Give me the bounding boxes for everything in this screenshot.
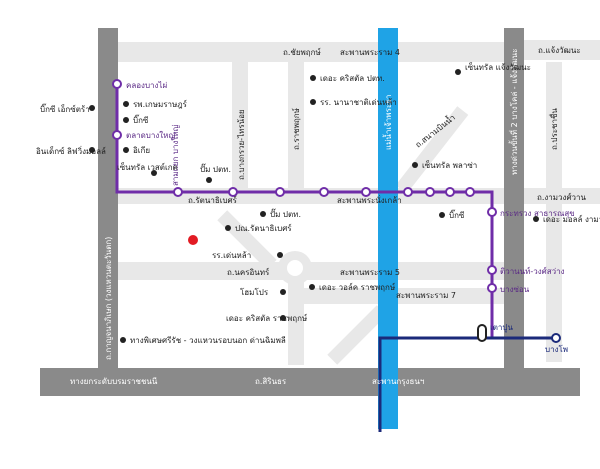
purple-stations [112, 79, 497, 293]
label-ratchaphruek: ถ.ราชพฤกษ์ [291, 108, 301, 150]
station-wong-sawang[interactable] [487, 265, 497, 275]
blue-line-route [378, 336, 560, 432]
label-homepro: โฮมโปร [240, 287, 269, 297]
label-wong-sawang: ติวานนท์-วงศ์สว่าง [500, 266, 565, 276]
label-the-walk: เดอะ วอล์ค ราชพฤกษ์ [319, 282, 395, 292]
label-central-chaeng: เซ็นทรัล แจ้งวัฒนะ [465, 62, 531, 72]
label-tao-poon: เตาปูน [490, 323, 514, 333]
label-crystal-ratchaphruek: เดอะ คริสตัล ราชพฤกษ์ [226, 313, 307, 323]
kanchanaphisek-expressway [98, 28, 118, 370]
station-sam-yaek-bang-yai[interactable] [173, 187, 183, 197]
station-bang-pho[interactable] [551, 333, 561, 343]
station-tao-poon[interactable] [477, 324, 487, 342]
label-river: แม่น้ำเจ้าพระยา [382, 95, 393, 150]
label-sirindhorn: ถ.สิรินธร [255, 377, 287, 386]
station-ratanathibet-4[interactable] [361, 187, 371, 197]
diag-road-west [217, 210, 277, 270]
roundabout-center [287, 260, 303, 276]
station-ratanathibet-8[interactable] [465, 187, 475, 197]
station-ratanathibet-2[interactable] [275, 187, 285, 197]
label-bridge-nonthaburi: สะพานพระนั่งเกล้า [337, 194, 402, 205]
label-ngam-wong-wan: ถ.งามวงศ์วาน [537, 192, 587, 202]
label-talad-bang-yai: ตลาดบางใหญ่ [126, 131, 175, 140]
label-pmh: ปณ.รัตนาธิเบศร์ [235, 223, 292, 233]
north-road-east [516, 40, 600, 60]
label-chaeng-watthana-2: ทางด่วนขั้นที่ 2 บางโคล่ - แจ้งวัฒนะ [508, 49, 519, 175]
station-talad-bang-yai[interactable] [112, 130, 122, 140]
label-sam-yaek: สามแยก บางใหญ่ [171, 124, 180, 186]
label-central-plaza: เซ็นทรัล พลาซ่า [422, 160, 477, 170]
label-bridge-7: สะพานพระราม 7 [396, 291, 456, 300]
label-bang-son: บางซ่อน [500, 285, 530, 294]
label-bridge-krung-thon: สะพานกรุงธนฯ [372, 377, 424, 386]
label-ptt-north: ปั๊ม ปตท. [200, 163, 231, 174]
expressways [40, 28, 580, 396]
label-kasemrad: รพ.เกษมราษฎร์ [133, 99, 188, 109]
station-ratanathibet-7[interactable] [445, 187, 455, 197]
label-crystal-ptt: เดอะ คริสตัล ปตท. [320, 74, 385, 83]
label-ptt-south: ปั๊ม ปตท. [270, 208, 301, 219]
poi-dots [89, 69, 539, 343]
label-bridge-5: สะพานพระราม 5 [340, 268, 400, 277]
label-bridge-4: สะพานพระราม 4 [340, 48, 400, 57]
label-denla: รร.เด่นหล้า [212, 251, 251, 260]
label-big-c-east: บิ๊กซี [449, 209, 465, 220]
station-bang-son[interactable] [487, 283, 497, 293]
label-bang-pho: บางโพ [545, 344, 568, 354]
label-ikea: อิเกีย [133, 146, 150, 155]
vertical-road-1 [232, 62, 248, 188]
label-north-street: ถ.ชัยพฤกษ์ [283, 47, 321, 57]
vertical-road-lower [288, 280, 304, 365]
label-ratanathibet: ถ.รัตนาธิเบศร์ [188, 195, 238, 205]
label-expressway-south: ทางยกระดับบรมราชชนนี [70, 377, 158, 386]
southern-expressway [40, 368, 580, 396]
north-road [98, 42, 508, 62]
label-big-c-2: บิ๊กซี [133, 114, 149, 125]
station-khlong-bang-phai[interactable] [112, 79, 122, 89]
label-big-c-west: บิ๊กซี เอ็กซ์ตร้า [40, 103, 90, 114]
label-chaeng-watthana: ถ.แจ้งวัฒนะ [538, 46, 581, 55]
label-ministry: กระทรวง สาธารณสุข [500, 209, 575, 218]
label-central-westgate: เซ็นทรัล เวสต์เกต [117, 162, 178, 172]
label-nawamin-school: รร. นานาชาติเด่นหล้า [320, 98, 397, 107]
vertical-road-2 [288, 62, 304, 188]
label-khlong-bang-phai: คลองบางไผ่ [126, 81, 167, 90]
label-kanchanaphisek-exit: ทางพิเศษศรีรัช - วงแหวนรอบนอก ด่านฉิมพลี [130, 336, 286, 345]
station-ratanathibet-3[interactable] [319, 187, 329, 197]
label-the-mall: เดอะ มอลล์ งามวงศ์วาน [543, 214, 600, 224]
label-pracha-chuen: ถ.ประชาชื่น [548, 108, 559, 150]
label-index: อินเด็กซ์ ลิฟวิ่งมอลล์ [36, 145, 106, 156]
station-ministry-health[interactable] [487, 207, 497, 217]
station-ratanathibet-1[interactable] [228, 187, 238, 197]
station-ratanathibet-6[interactable] [425, 187, 435, 197]
chaeng-watthana-expressway [504, 28, 524, 370]
bridge-7-road [300, 288, 510, 304]
vertical-road-east [546, 62, 562, 362]
station-ratanathibet-5[interactable] [403, 187, 413, 197]
label-nakhon-in: ถ.นครอินทร์ [227, 267, 270, 277]
chao-phraya-river [378, 28, 398, 429]
pracha-chuen-road [327, 305, 387, 365]
sanambin-road [395, 106, 469, 194]
label-kanchanaphisek: ถ.กาญจนาภิเษก (วงแหวนตะวันตก) [104, 237, 113, 360]
label-bang-kruai: ถ.บางกรวย-ไทรน้อย [237, 109, 246, 180]
project-site-marker[interactable] [188, 235, 198, 245]
